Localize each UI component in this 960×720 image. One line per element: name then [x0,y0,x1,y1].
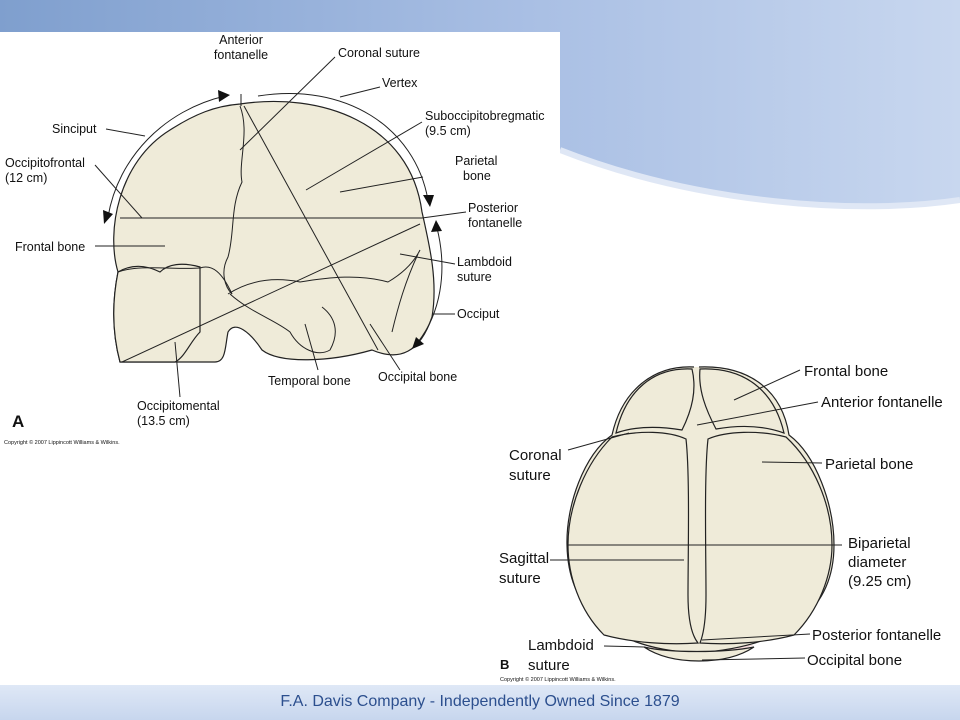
label-b-coronal-suture-1: Coronal [509,447,562,464]
frontal-lower-edge [117,266,233,295]
label-b-parietal-bone: Parietal bone [825,456,913,473]
parietal-bone-left [567,431,700,645]
face-region [113,263,201,363]
panel-b-copyright: Copyright © 2007 Lippincott Williams & W… [500,676,616,683]
label-vertex: Vertex [382,76,418,90]
label-suboccipitobregmatic-1: Suboccipitobregmatic [425,109,545,123]
label-posterior-fontanelle-1: Posterior [468,201,518,215]
frontal-bone-left [615,368,695,434]
label-b-biparietal-2: diameter [848,554,906,571]
label-occipitomental-1: Occipitomental [137,399,220,413]
label-b-sagittal-suture-1: Sagittal [499,550,549,567]
diagram-panel-b: Frontal bone Anterior fontanelle Coronal… [494,355,960,685]
vertex-arrowhead-bottom [423,195,434,207]
coronal-suture-line [223,105,245,295]
leader-coronal-suture [239,56,336,151]
leader-b-lambdoid-suture [603,645,645,648]
parietal-bone-right [699,431,833,645]
label-occipital-bone: Occipital bone [378,370,457,384]
sinciput-arrowhead-top [218,90,230,102]
label-posterior-fontanelle-2: fontanelle [468,216,522,230]
label-parietal-bone-2: bone [463,169,491,183]
label-anterior-fontanelle-1: Anterior [219,33,263,47]
label-b-occipital-bone: Occipital bone [807,652,902,669]
temporal-bone-outline [229,293,336,354]
label-sinciput: Sinciput [52,122,97,136]
label-frontal-bone: Frontal bone [15,240,85,254]
sinciput-arrow [107,95,226,218]
label-b-lambdoid-suture-1: Lambdoid [528,637,594,654]
label-b-frontal-bone: Frontal bone [804,363,888,380]
label-b-biparietal-1: Biparietal [848,535,911,552]
leader-suboccipitobregmatic [305,121,423,191]
lateral-skull-diagram: Anterior fontanelle Coronal suture Verte… [4,33,545,446]
leader-temporal-bone [304,323,319,371]
occipital-bone-top [643,646,755,662]
superior-skull-diagram: Frontal bone Anterior fontanelle Coronal… [499,363,943,683]
leader-b-frontal-bone [733,369,801,401]
leader-occipitomental [174,341,181,398]
leader-b-coronal-suture [567,432,630,451]
panel-b-letter: B [500,657,509,672]
squamous-suture-line [227,249,421,295]
label-suboccipitobregmatic-2: (9.5 cm) [425,124,471,138]
label-b-posterior-fontanelle: Posterior fontanelle [812,627,941,644]
vertex-arrow [257,92,429,201]
panel-a-copyright: Copyright © 2007 Lippincott Williams & W… [4,439,120,446]
lambdoid-suture-line [391,253,419,333]
leader-b-parietal-bone [761,461,823,464]
slide-footer: F.A. Davis Company - Independently Owned… [0,685,960,720]
suboccipitobregmatic-diameter [243,105,379,351]
label-occipitomental-2: (13.5 cm) [137,414,190,428]
occiput-arrow [417,227,443,343]
leader-occipital-bone [369,323,401,371]
occiput-arrowhead-bottom [412,337,424,349]
leader-b-anterior-fontanelle [696,401,819,426]
leader-vertex [339,86,381,98]
diagram-panel-a: Anterior fontanelle Coronal suture Verte… [0,32,560,452]
label-lambdoid-suture-2: suture [457,270,492,284]
leader-lambdoid-suture [399,253,456,265]
label-anterior-fontanelle-2: fontanelle [214,48,268,62]
sinciput-arrowhead-bottom [103,210,113,224]
panel-a-letter: A [12,412,24,431]
label-b-biparietal-3: (9.25 cm) [848,573,911,590]
label-occipitofrontal-2: (12 cm) [5,171,47,185]
label-b-anterior-fontanelle: Anterior fontanelle [821,394,943,411]
occipitomental-diameter [121,223,421,363]
label-parietal-bone-1: Parietal [455,154,497,168]
footer-text: F.A. Davis Company - Independently Owned… [280,693,680,710]
label-occiput: Occiput [457,307,500,321]
occiput-arrowhead-top [431,220,442,232]
label-temporal-bone: Temporal bone [268,374,351,388]
leader-parietal-bone [339,176,424,193]
frontal-bone-right [699,368,785,434]
label-b-sagittal-suture-2: suture [499,570,541,587]
leader-b-posterior-fontanelle [701,633,811,641]
label-lambdoid-suture-1: Lambdoid [457,255,512,269]
leader-occipitofrontal [94,164,143,219]
label-b-lambdoid-suture-2: suture [528,657,570,674]
leader-posterior-fontanelle [421,211,467,219]
leader-b-occipital-bone [701,657,806,661]
label-b-coronal-suture-2: suture [509,467,551,484]
leader-sinciput [105,128,146,137]
label-occipitofrontal-1: Occipitofrontal [5,156,85,170]
label-coronal-suture: Coronal suture [338,46,420,60]
